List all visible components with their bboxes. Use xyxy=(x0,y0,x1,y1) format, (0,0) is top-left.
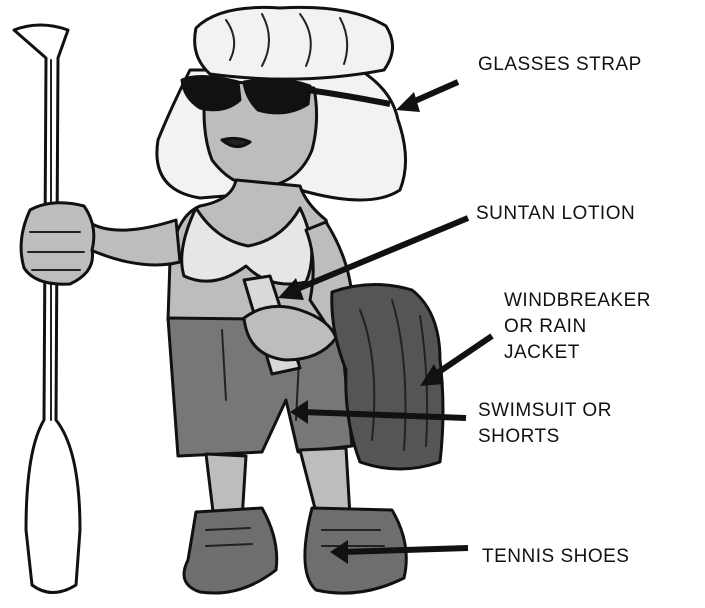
label-windbreaker-line-3: JACKET xyxy=(504,342,580,363)
left-hand xyxy=(21,203,94,284)
label-windbreaker-line-1: WINDBREAKER xyxy=(504,290,651,311)
label-swimsuit-line-1: SWIMSUIT OR xyxy=(478,400,612,421)
paddle xyxy=(14,25,80,593)
hat xyxy=(195,7,393,79)
arrow-glasses-strap xyxy=(396,82,458,112)
label-suntan-lotion: SUNTAN LOTION xyxy=(476,203,635,224)
label-swimsuit: SWIMSUIT OR SHORTS xyxy=(478,400,618,447)
label-tennis-shoes: TENNIS SHOES xyxy=(482,546,629,567)
label-windbreaker-line-2: OR RAIN xyxy=(504,316,587,337)
left-arm xyxy=(21,203,180,284)
label-glasses-strap: GLASSES STRAP xyxy=(478,54,642,75)
label-swimsuit-line-2: SHORTS xyxy=(478,426,560,447)
label-windbreaker: WINDBREAKER OR RAIN JACKET xyxy=(504,290,657,363)
